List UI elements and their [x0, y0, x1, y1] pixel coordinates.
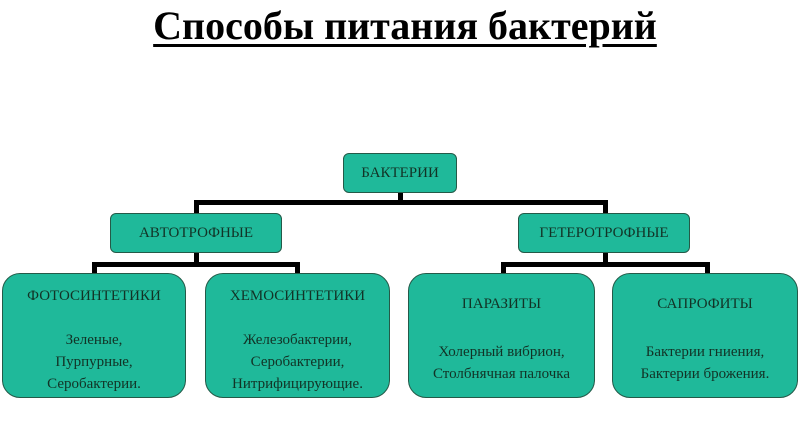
node-bacteria: БАКТЕРИИ [343, 153, 457, 193]
node-item: Бактерии гниения, [645, 344, 765, 360]
connector [705, 262, 710, 274]
node-saprophytes: САПРОФИТЫ Бактерии гниения, Бактерии бро… [612, 273, 798, 398]
connector [295, 262, 300, 274]
connector [603, 253, 608, 266]
node-item: Серобактерии. [47, 376, 141, 392]
node-photosynthetics: ФОТОСИНТЕТИКИ Зеленые, Пурпурные, Сероба… [2, 273, 186, 398]
node-label: САПРОФИТЫ [657, 296, 753, 312]
node-heterotrophs: ГЕТЕРОТРОФНЫЕ [518, 213, 690, 253]
page-title: Способы питания бактерий [153, 3, 657, 48]
connector [501, 262, 710, 267]
node-label: ГЕТЕРОТРОФНЫЕ [539, 224, 669, 241]
connector [92, 262, 300, 267]
connector [92, 262, 97, 274]
node-autotrophs: АВТОТРОФНЫЕ [110, 213, 282, 253]
connector [398, 193, 403, 204]
node-label: ХЕМОСИНТЕТИКИ [229, 288, 366, 304]
connector [603, 200, 608, 214]
node-item: Зеленые, [65, 332, 123, 348]
node-item: Столбнячная палочка [432, 366, 571, 382]
node-item: Железобактерии, [243, 332, 352, 348]
node-parasites: ПАРАЗИТЫ Холерный вибрион, Столбнячная п… [408, 273, 595, 398]
node-item: Серобактерии, [250, 354, 345, 370]
node-chemosynthetics: ХЕМОСИНТЕТИКИ Железобактерии, Серобактер… [205, 273, 390, 398]
connector [194, 200, 199, 214]
node-label: ФОТОСИНТЕТИКИ [27, 288, 161, 304]
node-label: АВТОТРОФНЫЕ [138, 224, 254, 241]
connector [194, 253, 199, 266]
node-item: Пурпурные, [55, 354, 133, 370]
node-item: Холерный вибрион, [438, 344, 565, 360]
connector [194, 200, 608, 205]
node-label: БАКТЕРИИ [361, 164, 439, 181]
node-label: ПАРАЗИТЫ [461, 296, 542, 312]
node-item: Нитрифицирующие. [232, 376, 363, 392]
node-item: Бактерии брожения. [640, 366, 770, 382]
connector [501, 262, 506, 274]
